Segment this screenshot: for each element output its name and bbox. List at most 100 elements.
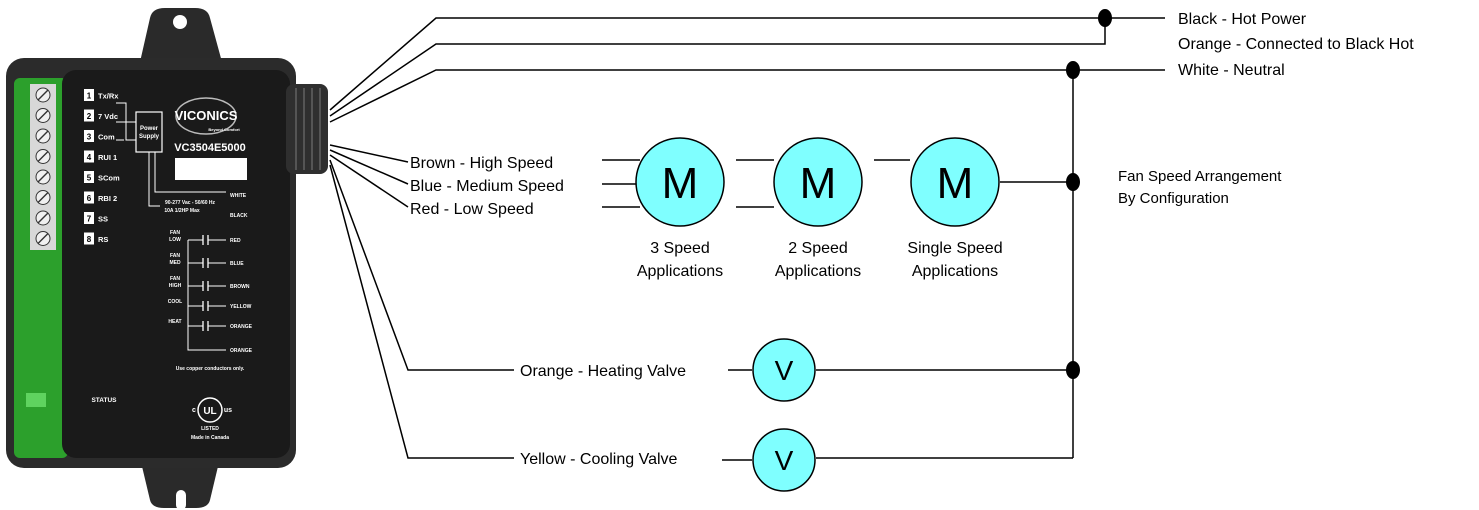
terminal-number: 5 — [87, 174, 92, 183]
bottom-mounting-tab — [140, 458, 220, 508]
cooling-valve-wire — [329, 164, 514, 459]
motor-circle — [910, 137, 1000, 227]
top-mounting-tab — [140, 8, 222, 62]
terminal-number: 7 — [87, 215, 92, 224]
motor-symbol: M — [662, 159, 699, 208]
brand-logo-ring — [175, 97, 237, 135]
motor-symbol: M — [937, 159, 974, 208]
valve-symbol: V — [775, 445, 794, 476]
listed-text: LISTED — [201, 426, 219, 432]
brand-tagline: Beyond Comfort — [208, 127, 240, 132]
terminal-label: RS — [98, 235, 108, 244]
relay-label: HIGH — [169, 283, 182, 289]
motor-caption-line-1: 2 Speed — [788, 240, 848, 257]
terminal-number-box — [84, 232, 94, 245]
motor-caption-line-1: 3 Speed — [650, 240, 710, 257]
terminal-number: 6 — [87, 194, 92, 203]
copper-note: Use copper conductors only. — [176, 366, 245, 372]
terminal-number-box — [84, 109, 94, 122]
motor-circle — [773, 137, 863, 227]
relay-label: HEAT — [168, 319, 181, 325]
terminal-number: 4 — [87, 153, 92, 162]
terminal-number-box — [84, 130, 94, 142]
svg-text:UL: UL — [203, 406, 216, 417]
terminal-number-box — [84, 212, 94, 224]
terminal-number-box — [84, 150, 94, 163]
terminal-number: 1 — [87, 92, 92, 101]
fan-note-line-1: Fan Speed Arrangement — [1118, 168, 1282, 185]
brand-logo-text: VICONICS — [175, 108, 238, 123]
junction-dot — [1066, 61, 1080, 79]
terminal-number-box — [84, 171, 94, 183]
relay-label: MED — [169, 260, 181, 266]
terminal-label: RBI 2 — [98, 194, 117, 203]
wires — [329, 17, 1165, 461]
heating-valve-wire — [329, 159, 514, 371]
power-supply-label-2: Supply — [139, 134, 160, 140]
orange-hot-label: Orange - Connected to Black Hot — [1178, 36, 1414, 53]
junction-dot — [1066, 173, 1080, 191]
power-supply-label-1: Power — [140, 126, 159, 132]
top-mount-hole — [173, 15, 187, 29]
conduit-threads — [295, 88, 321, 170]
motor-circle — [635, 137, 725, 227]
terminal-label: Com — [98, 133, 115, 142]
motor-symbol: M — [800, 159, 837, 208]
terminal-number: 2 — [87, 112, 92, 121]
black-hot-label: Black - Hot Power — [1178, 11, 1307, 28]
blue-wire-label: Blue - Medium Speed — [410, 178, 564, 195]
junction-dot — [1098, 9, 1112, 27]
motor-caption-line-1: Single Speed — [907, 240, 1002, 257]
terminal-number-box — [84, 191, 94, 204]
red-wire — [329, 154, 409, 208]
bottom-mount-slot — [176, 490, 186, 510]
fan-note-line-2: By Configuration — [1118, 190, 1229, 207]
valve-circle — [752, 338, 816, 402]
ul-mark-icon: UL c us — [192, 397, 232, 423]
svg-text:us: us — [224, 407, 232, 414]
relay-label: FAN — [170, 253, 180, 259]
relay-contacts: WHITEBLACKREDBLUEBROWNYELLOWORANGEORANGE… — [168, 193, 253, 354]
terminal-label: Tx/Rx — [98, 92, 119, 101]
status-led — [26, 393, 46, 407]
red-wire-label: Red - Low Speed — [410, 201, 534, 218]
display-window — [175, 158, 247, 180]
valve-symbol: V — [775, 355, 794, 386]
relay-label: FAN — [170, 230, 180, 236]
device-wire-label: ORANGE — [230, 348, 253, 354]
junction-dot — [1066, 361, 1080, 379]
relay-label: FAN — [170, 276, 180, 282]
device-wire-label: RED — [230, 238, 241, 244]
motor-3-speed: M 3 Speed Applications — [635, 137, 725, 280]
terminal-number-box — [84, 89, 94, 101]
svg-text:c: c — [192, 407, 196, 414]
device-wire-label: WHITE — [230, 193, 247, 199]
device-wire-label: BLACK — [230, 213, 248, 219]
orange-hot-wire — [329, 18, 1106, 117]
conduit-fitting — [286, 84, 328, 174]
relay-label: LOW — [169, 237, 181, 243]
device-wire-label: YELLOW — [230, 304, 252, 310]
terminal-label: RUI 1 — [98, 153, 117, 162]
status-label: STATUS — [91, 397, 117, 404]
brown-wire-label: Brown - High Speed — [410, 155, 553, 172]
black-hot-wire — [329, 17, 1165, 111]
terminal-label: 7 Vdc — [98, 112, 118, 121]
device-wire-label: BROWN — [230, 284, 250, 290]
terminal-screws — [35, 87, 51, 246]
heating-valve-label: Orange - Heating Valve — [520, 363, 686, 380]
device-wire-label: BLUE — [230, 261, 244, 267]
blue-wire — [329, 149, 409, 185]
motor-caption-line-2: Applications — [637, 263, 723, 280]
motor-2-speed: M 2 Speed Applications — [773, 137, 863, 280]
made-in-text: Made in Canada — [191, 435, 229, 441]
rating-line-2: 10A 1/2HP Max — [164, 208, 200, 214]
model-number: VC3504E5000 — [174, 142, 246, 154]
motor-caption-line-2: Applications — [775, 263, 861, 280]
terminal-label: SCom — [98, 174, 120, 183]
brown-wire — [329, 144, 409, 163]
junction-dots — [1066, 9, 1112, 379]
cooling-valve: V — [752, 428, 816, 492]
